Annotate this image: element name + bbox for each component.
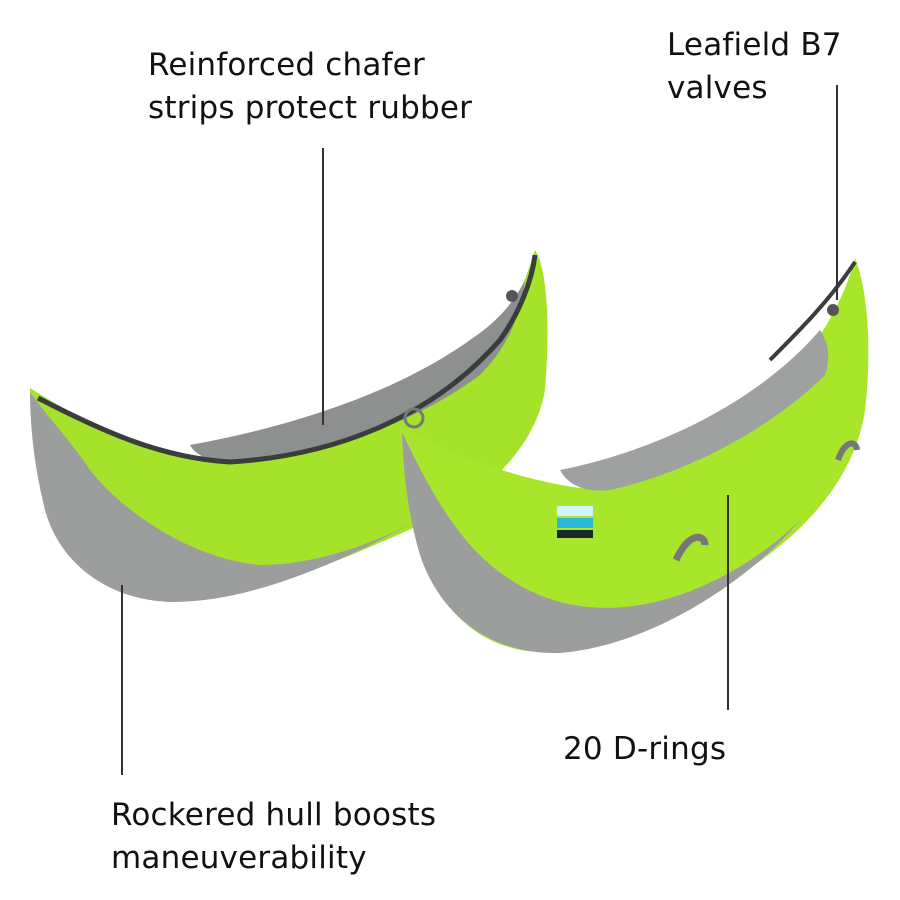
- chafer-callout-line2: strips protect rubber: [148, 90, 473, 126]
- chafer-callout: Reinforced chafer strips protect rubber: [148, 44, 472, 130]
- hull-callout-line2: maneuverability: [111, 840, 367, 876]
- drings-callout-line1: 20 D-rings: [563, 731, 727, 767]
- right-pontoon-body: [400, 258, 869, 652]
- left-valve-icon: [506, 290, 518, 302]
- aire-logo: [557, 506, 593, 538]
- valves-callout-line2: valves: [667, 70, 768, 106]
- handle-icon: [835, 440, 860, 462]
- hull-callout: Rockered hull boosts maneuverability: [111, 794, 436, 880]
- right-tip-d-ring-icon: [403, 407, 425, 429]
- chafer-callout-line: [322, 148, 324, 425]
- drings-callout: 20 D-rings: [563, 728, 726, 771]
- right-pontoon: [400, 258, 869, 654]
- valves-callout: Leafield B7 valves: [667, 24, 842, 110]
- left-chafer-strip: [36, 254, 538, 465]
- right-pontoon-deck: [560, 330, 829, 491]
- chafer-callout-line1: Reinforced chafer: [148, 47, 425, 83]
- drings-callout-line: [727, 495, 729, 710]
- right-chafer-strip: [768, 260, 857, 362]
- hull-callout-line1: Rockered hull boosts: [111, 797, 437, 833]
- left-pontoon-hull-gray: [30, 392, 415, 603]
- handle-icon: [672, 533, 709, 562]
- left-pontoon-deck: [190, 280, 525, 462]
- valves-callout-line: [836, 85, 838, 300]
- hull-callout-line: [121, 585, 123, 775]
- right-valve-icon: [827, 304, 839, 316]
- valves-callout-line1: Leafield B7: [667, 27, 842, 63]
- right-pontoon-hull-gray: [402, 432, 800, 654]
